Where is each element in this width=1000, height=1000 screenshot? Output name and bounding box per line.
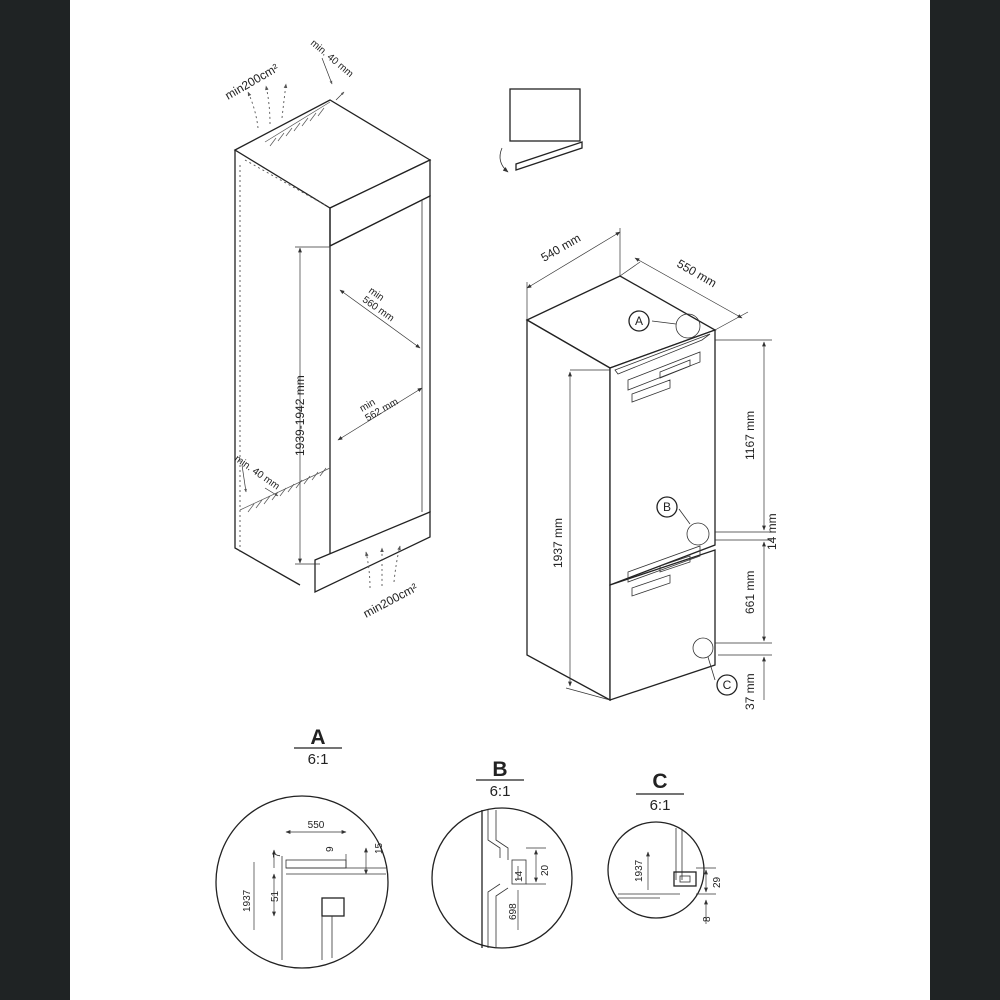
detail-c-dim-1: 1937 [634, 859, 645, 882]
top-airflow-arrows [247, 83, 288, 129]
appliance-lower-door [609, 549, 716, 701]
callout-a-label: A [635, 314, 643, 328]
appliance-width-dimension [526, 231, 621, 289]
appliance-side-face [526, 318, 611, 702]
detail-c-circle [607, 821, 705, 919]
niche-depth-dimension [339, 289, 421, 349]
drawing-sheet: min200cm² min. 40 mm 1939-1942 mm min560… [70, 0, 930, 1000]
detail-b-dim-3: 698 [508, 903, 519, 920]
detail-a-letter: A [310, 726, 325, 749]
detail-a-hinge [321, 897, 345, 917]
detail-a-dim-3: 7 [272, 852, 283, 858]
callout-circle-b [686, 522, 710, 546]
vent-top-label: min200cm² [223, 61, 281, 103]
detail-b-circle [431, 807, 573, 949]
detail-a-dim-5: 1937 [242, 889, 253, 912]
callout-b-label: B [663, 500, 671, 514]
detail-a-dim-4: 9 [325, 846, 336, 852]
detail-c-foot [673, 871, 697, 887]
detail-b-dim-2: 14 [514, 870, 525, 882]
detail-a-scale: 6:1 [308, 751, 329, 768]
detail-a-circle [215, 795, 389, 969]
detail-b-scale: 6:1 [490, 783, 511, 800]
niche-height-label: 1939-1942 mm [293, 375, 307, 456]
middle-gap-label: 14 mm [765, 513, 779, 550]
detail-a-dim-1: 550 [308, 820, 325, 831]
appliance-width-label: 540 mm [539, 231, 584, 265]
detail-a: A 6:1 550 15 7 9 1937 51 [215, 726, 389, 969]
installation-diagram: min200cm² min. 40 mm 1939-1942 mm min560… [215, 38, 779, 969]
appliance-depth-label: 550 mm [675, 256, 720, 290]
detail-c-dim-3: 8 [702, 916, 713, 922]
detail-b-dim-1: 20 [540, 864, 551, 876]
appliance-depth-dimension [634, 257, 743, 319]
upper-section-label: 1167 mm [743, 411, 757, 460]
niche-opening [329, 194, 431, 568]
callout-circle-c [692, 637, 714, 659]
callout-c [716, 674, 738, 696]
right-dimension-chain [715, 339, 772, 700]
top-gap-hatch [264, 101, 331, 147]
gap-top-label: min. 40 mm [308, 38, 355, 80]
niche-drawing: min200cm² min. 40 mm 1939-1942 mm min560… [223, 38, 432, 621]
detail-c-dim-2: 29 [712, 876, 723, 888]
callout-c-label: C [723, 678, 732, 692]
appliance-height-label: 1937 mm [551, 518, 565, 568]
detail-b: B 6:1 20 14 698 [431, 758, 573, 949]
detail-c-letter: C [652, 770, 667, 793]
niche-left-side [234, 150, 301, 586]
tilt-icon [499, 88, 583, 173]
bottom-gap-label: 37 mm [743, 673, 757, 710]
detail-a-dim-2: 15 [374, 842, 385, 854]
detail-c-scale: 6:1 [650, 797, 671, 814]
detail-a-dim-6: 51 [270, 890, 281, 902]
appliance-upper-door [609, 329, 716, 586]
callout-b [656, 496, 678, 518]
appliance-drawing: A B C 540 mm 550 mm 1937 mm 1167 mm 14 [525, 228, 779, 710]
niche-plinth [314, 511, 431, 594]
detail-b-letter: B [492, 758, 507, 781]
niche-width-dimension [337, 387, 423, 441]
detail-c: C 6:1 1937 29 8 [607, 770, 723, 924]
lower-section-label: 661 mm [743, 571, 757, 614]
